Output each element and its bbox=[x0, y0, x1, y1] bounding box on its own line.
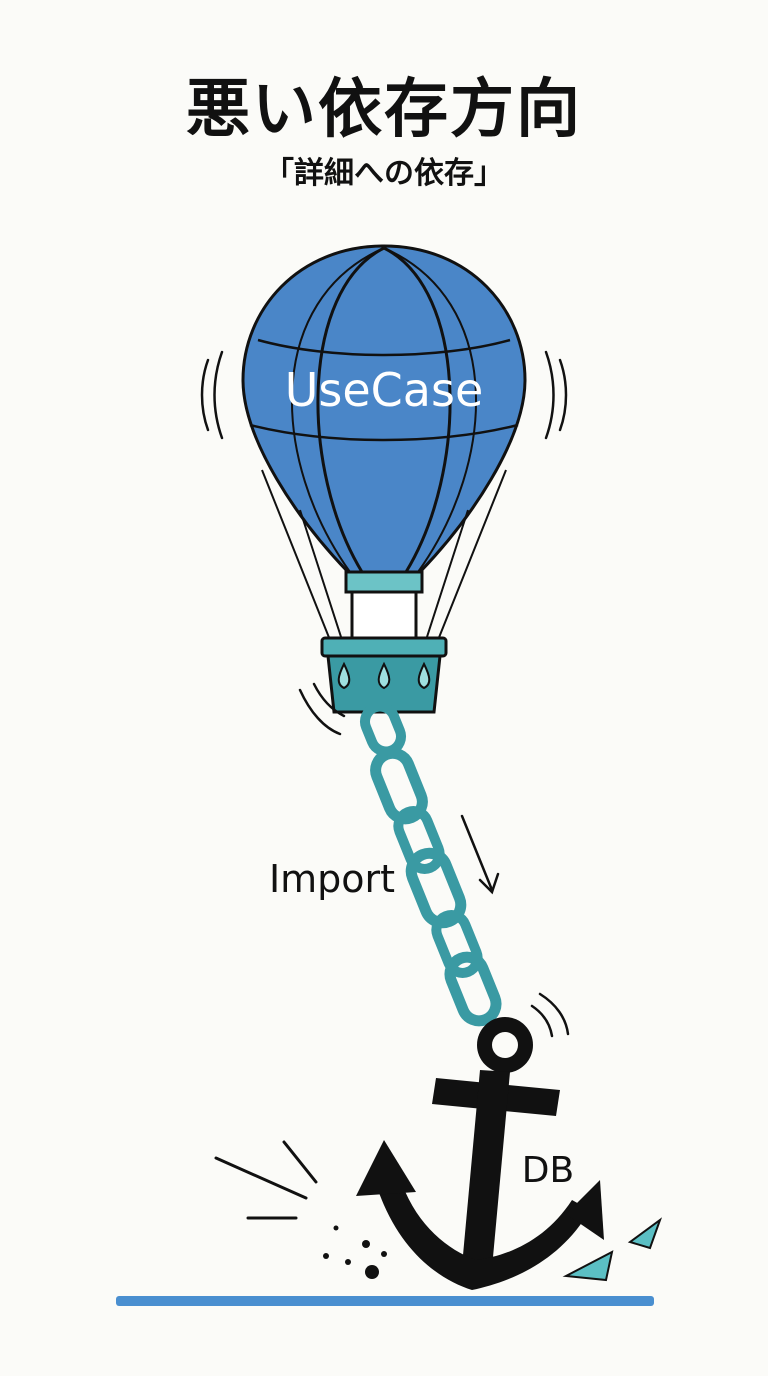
motion-line-left-2 bbox=[200, 358, 210, 432]
arrow-head bbox=[478, 872, 500, 895]
motion-line-anchor-1 bbox=[538, 992, 570, 1036]
basket-drop-3 bbox=[417, 661, 431, 690]
basket-drop-1 bbox=[337, 661, 351, 690]
motion-line-anchor-2 bbox=[530, 1004, 554, 1038]
impact-line-1 bbox=[214, 1156, 308, 1200]
motion-line-left-1 bbox=[213, 350, 224, 440]
impact-line-2 bbox=[282, 1140, 318, 1184]
motion-line-right-1 bbox=[544, 350, 555, 440]
impact-marks bbox=[214, 1140, 318, 1220]
anchor-ring-hole bbox=[492, 1032, 518, 1058]
anchor-shank bbox=[462, 1070, 510, 1268]
motion-line-right-2 bbox=[558, 358, 568, 432]
balloon-gore-outer-left bbox=[291, 247, 385, 573]
motion-line-basket-2 bbox=[312, 682, 346, 718]
basket-drop-2 bbox=[377, 661, 391, 690]
arrow-shaft bbox=[460, 814, 494, 892]
balloon-gore-left bbox=[316, 246, 385, 573]
anchor: DB bbox=[356, 1017, 604, 1290]
ground-line bbox=[116, 1296, 654, 1306]
balloon: UseCase bbox=[241, 244, 527, 641]
chain-link-6 bbox=[444, 951, 502, 1027]
anchor-fluke-right bbox=[566, 1180, 604, 1240]
motion-line-basket-1 bbox=[298, 688, 342, 736]
shards bbox=[562, 1217, 663, 1282]
import-arrow bbox=[460, 814, 500, 895]
balloon-gore-outer-right bbox=[383, 247, 477, 573]
anchor-label: DB bbox=[522, 1150, 574, 1191]
chain bbox=[360, 701, 502, 1027]
shard-2 bbox=[562, 1250, 614, 1282]
debris-dot-1 bbox=[365, 1265, 379, 1279]
chain-link-3 bbox=[393, 806, 445, 874]
anchor-arm bbox=[378, 1184, 590, 1290]
balloon-band-2 bbox=[249, 423, 519, 442]
basket bbox=[320, 636, 448, 714]
chain-link-5 bbox=[431, 910, 483, 978]
chain-link-2 bbox=[370, 747, 428, 825]
debris-dot-4 bbox=[323, 1253, 329, 1259]
debris-dot-5 bbox=[381, 1251, 387, 1257]
anchor-fluke-left bbox=[356, 1140, 416, 1196]
page-subtitle: 「詳細への依存」 bbox=[264, 156, 504, 191]
balloon-band-1 bbox=[257, 338, 511, 357]
balloon-gore-right bbox=[383, 246, 452, 573]
rope-right-outer bbox=[437, 469, 507, 641]
motion-lines bbox=[200, 350, 570, 1038]
balloon-throat bbox=[350, 590, 418, 640]
debris-dot-6 bbox=[333, 1225, 339, 1231]
rope-left-outer bbox=[261, 469, 331, 641]
shard-1 bbox=[627, 1217, 663, 1250]
debris bbox=[323, 1225, 387, 1279]
chain-link-4 bbox=[405, 847, 467, 929]
page-title: 悪い依存方向 bbox=[186, 73, 582, 147]
debris-dot-3 bbox=[345, 1259, 351, 1265]
balloon-label: UseCase bbox=[285, 363, 484, 417]
basket-rim bbox=[320, 636, 448, 658]
import-label: Import bbox=[269, 857, 395, 901]
debris-dot-2 bbox=[362, 1240, 370, 1248]
rope-right-inner bbox=[425, 509, 469, 641]
balloon-collar bbox=[344, 570, 424, 594]
rope-left-inner bbox=[299, 509, 343, 641]
